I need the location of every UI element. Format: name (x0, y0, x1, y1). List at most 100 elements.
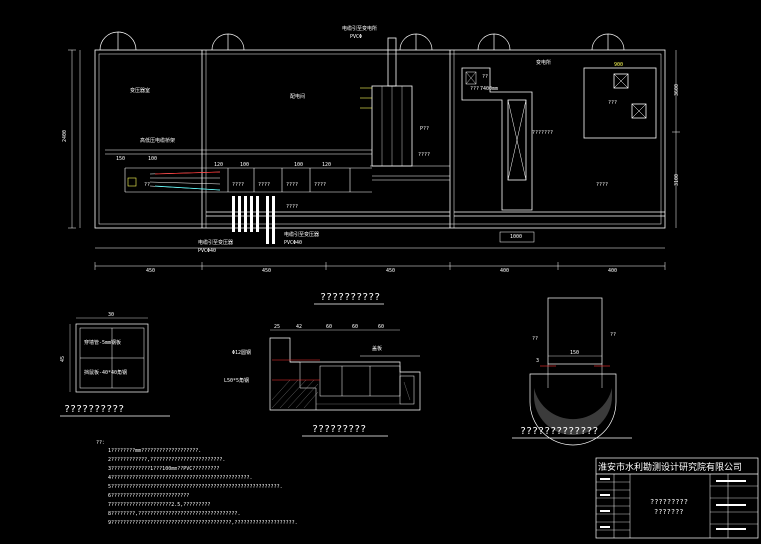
note-line-9: 9???????????????????????????????????????… (108, 520, 298, 526)
detail2-dim-4: 60 (352, 324, 358, 330)
detail1-text-2: 挡鼠板-40*40角钢 (84, 369, 127, 376)
plan-title: ?????????? (320, 292, 380, 303)
trench-red-marks (272, 359, 320, 381)
detail1-text-1: 穿墙管-5mm钢板 (84, 339, 121, 346)
company-name: 淮安市水利勘测设计研究院有限公司 (598, 461, 742, 473)
bottom-dim-4: 400 (500, 268, 509, 274)
inner-dim-6: 120 (322, 162, 331, 168)
bottom-cable-sub: PVCΦ40 (284, 240, 302, 246)
note-line-8: 8????????,??????????????????????????????… (108, 511, 240, 517)
side-label-1: P?? (420, 126, 429, 132)
small-box (499, 231, 535, 243)
extra-label-2: ?? (482, 74, 488, 80)
notes-heading: ??： (96, 440, 107, 446)
detail2-label-b: L50*5角钢 (224, 377, 249, 384)
vertical-dim-1: 2400 (62, 130, 68, 142)
notes-block: ??： 1????????mm???????????????????. 2???… (96, 440, 298, 526)
bottom-dim-1: 450 (146, 268, 155, 274)
detail3-label-bottom: 3 (536, 358, 539, 364)
right-small-dim: 1000 (510, 234, 522, 240)
mid-room-label: 配电间 (290, 93, 305, 100)
detail2-label-a: Φ12圆钢 (232, 349, 251, 356)
note-line-5: 5???????????????????????????????????????… (108, 484, 283, 490)
drawing-name-2: ??????? (654, 508, 684, 516)
inner-dim-4: 100 (240, 162, 249, 168)
side-label-5: ??????? (532, 130, 553, 136)
side-label-3: ??? (608, 100, 617, 106)
detail1-dim-side: 45 (60, 356, 66, 362)
note-line-7: 7????????????????????2.5,????????? (108, 502, 210, 508)
detail1-dim-top: 30 (108, 312, 114, 318)
bottom-cable-label-2: 电缆引至变压器 (198, 239, 233, 246)
cable-tray-label: 高低压电缆桥架 (140, 137, 175, 144)
extra-label-3: ??? (470, 86, 479, 92)
bottom-cable-sub-2: PVCΦ40 (198, 248, 216, 254)
detail-trench-labels: 25 42 60 60 60 Φ12圆钢 L50*5角钢 盖板 ????????… (224, 324, 384, 435)
detail-grille (69, 317, 149, 393)
vertical-dim-3: 3100 (674, 174, 680, 186)
detail2-label-c: 盖板 (372, 345, 382, 352)
inner-dim-1: 150 (116, 156, 125, 162)
side-label-2: ???? (418, 152, 430, 158)
vertical-dim-2: 3600 (674, 84, 680, 96)
note-line-6: 6?????????????????????????? (108, 493, 189, 499)
inner-dim-5: 100 (294, 162, 303, 168)
left-room-label: 变压器室 (130, 87, 150, 94)
trench-hatching (271, 379, 411, 409)
transformer-a (613, 73, 629, 89)
detail2-dim-1: 25 (274, 324, 280, 330)
bottom-cable-label: 电缆引至变压器 (284, 231, 319, 238)
vertical-cable-duct (387, 37, 397, 87)
bottom-conduits (232, 196, 275, 244)
top-cable-sub: PVCΦ (350, 34, 362, 40)
side-label-6: ???? (286, 204, 298, 210)
cabinet-label-3: ???? (286, 182, 298, 188)
title-block-fills (600, 478, 746, 530)
detail3-label-right: ?? (610, 332, 616, 338)
detail3-title: ????????????? (520, 426, 598, 437)
bottom-dim-3: 450 (386, 268, 395, 274)
note-line-4: 4???????????????????????????????????????… (108, 475, 253, 481)
detail2-dim-2: 42 (296, 324, 302, 330)
detail-pipe-labels: 150 ?? ?? 3 ????????????? (520, 332, 616, 437)
note-line-3: 3?????????????1???100mm??PVC????????? (108, 466, 219, 472)
horizontal-cable-tray (105, 149, 450, 193)
detail-pipe-section (529, 297, 617, 446)
outer-wall (94, 49, 666, 229)
extra-label-1: ?? (144, 182, 150, 188)
transformer-box (583, 67, 657, 139)
drawing-name-1: ????????? (650, 498, 688, 506)
colored-accents (127, 87, 372, 191)
inner-wall (98, 53, 662, 225)
note-line-2: 2????????????,????????????????????????. (108, 457, 225, 463)
cable-trench (461, 67, 533, 211)
cabinet-label-4: ???? (314, 182, 326, 188)
note-line-1: 1????????mm???????????????????. (108, 448, 201, 454)
pipe-hatch-fill (534, 388, 612, 435)
title-block-text: 淮安市水利勘测设计研究院有限公司 ????????? ??????? (598, 461, 742, 516)
detail2-dim-3: 60 (326, 324, 332, 330)
detail2-title: ????????? (312, 424, 366, 435)
detail-trench-section (269, 329, 421, 411)
right-top-dim: 900 (614, 62, 623, 68)
inner-dim-2: 100 (148, 156, 157, 162)
bottom-dim-2: 450 (262, 268, 271, 274)
detail2-dim-5: 60 (378, 324, 384, 330)
cabinet-label-1: ???? (232, 182, 244, 188)
top-cable-label: 电缆引至变电所 (342, 25, 377, 32)
detail-grille-labels: 30 45 穿墙管-5mm钢板 挡鼠板-40*40角钢 ?????????? (60, 312, 127, 415)
detail1-title: ?????????? (64, 404, 124, 415)
transformer-b (631, 103, 647, 119)
dimension-lines (68, 49, 680, 270)
main-plan-labels: 电缆引至变电所 PVCΦ 变压器室 配电间 变电所 高低压电缆桥架 ???? ?… (62, 25, 680, 274)
main-floor-plan (94, 31, 666, 244)
inner-dim-3: 120 (214, 162, 223, 168)
detail3-dim: 150 (570, 350, 579, 356)
cabinet-label-2: ???? (258, 182, 270, 188)
trench-cover (507, 99, 527, 181)
dim-7400: 7400mm (480, 86, 498, 92)
detail3-label-left: ?? (532, 336, 538, 342)
right-room-label: 变电所 (536, 59, 551, 66)
